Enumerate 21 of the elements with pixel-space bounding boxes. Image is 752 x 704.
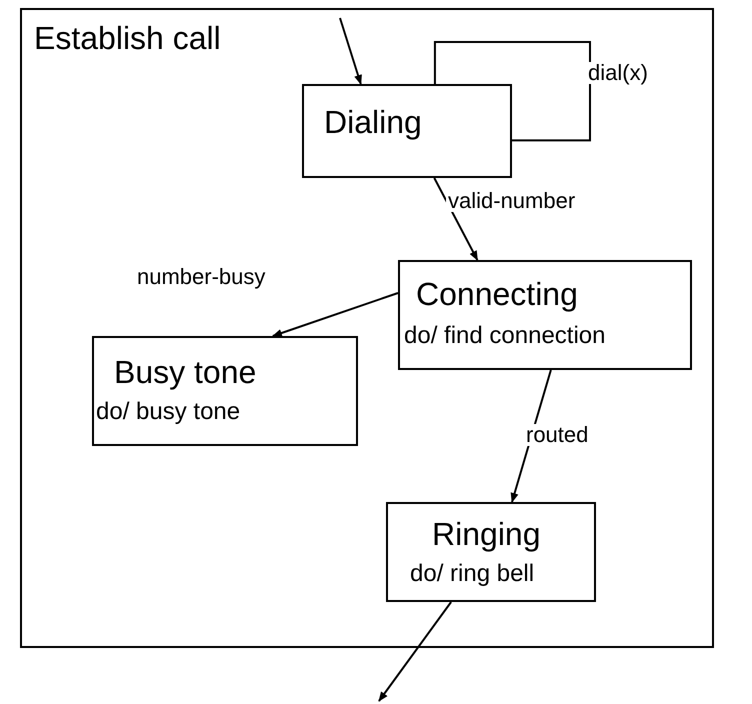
state-activity: do/ ring bell <box>410 562 534 586</box>
transition-arrow <box>433 178 478 261</box>
state-activity: do/ busy tone <box>96 400 240 424</box>
transition-arrow <box>378 601 452 702</box>
self-transition <box>434 41 591 142</box>
state-name: Ringing <box>432 518 541 550</box>
edge-label: number-busy <box>135 266 268 288</box>
state-activity: do/ find connection <box>404 324 606 348</box>
state-name: Busy tone <box>114 356 256 388</box>
state-box <box>398 260 692 370</box>
state-box <box>92 336 358 446</box>
state-box <box>386 502 596 602</box>
transition-arrow <box>272 292 398 337</box>
state-box <box>302 84 512 178</box>
transition-arrow <box>339 18 362 85</box>
composite-state-frame <box>20 8 714 648</box>
edge-label: valid-number <box>446 190 578 212</box>
edge-label: dial(x) <box>586 62 650 84</box>
frame-title: Establish call <box>34 22 221 54</box>
state-name: Connecting <box>416 278 578 310</box>
state-name: Dialing <box>324 106 422 138</box>
